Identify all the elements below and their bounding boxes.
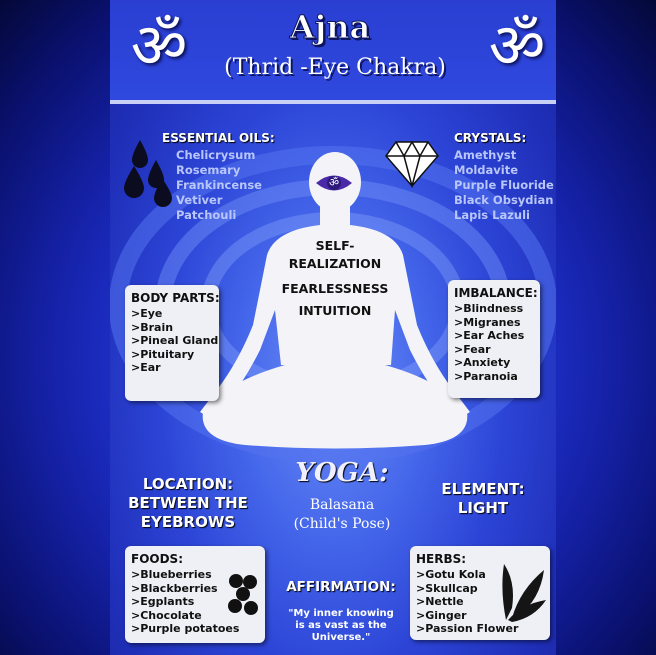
foods-heading: FOODS: [131, 552, 184, 566]
location-line: EYEBROWS [140, 513, 236, 531]
herbs-heading: HERBS: [416, 552, 467, 566]
yoga-pose-english: (Child's Pose) [293, 516, 391, 532]
list-item: >Blindness [454, 302, 524, 315]
list-item: Amethyst [454, 148, 517, 162]
element-value: LIGHT [457, 499, 509, 517]
list-item: >Ear [131, 361, 161, 375]
list-item: Moldavite [454, 163, 519, 177]
list-item: >Anxiety [454, 356, 511, 370]
location-block: LOCATION: BETWEEN THE EYEBROWS [118, 475, 258, 532]
body-parts-heading: BODY PARTS: [131, 291, 220, 305]
om-icon: ॐ [130, 9, 188, 82]
list-item: Vetiver [176, 193, 223, 207]
affirmation-line: Universe." [311, 632, 371, 643]
list-item: >Blackberries [131, 581, 218, 595]
list-item: Rosemary [176, 163, 241, 177]
essential-oils-list: Chelicrysum Rosemary Frankincense Vetive… [176, 148, 262, 223]
third-eye-icon [316, 175, 352, 191]
location-line: BETWEEN THE [128, 494, 248, 512]
yoga-heading: YOGA: [295, 458, 389, 488]
third-eye-om: ॐ [328, 176, 340, 189]
figure-self: SELF- [315, 238, 355, 253]
list-item: >Ginger [416, 608, 467, 622]
affirmation-text: "My inner knowing is as vast as the Univ… [282, 608, 400, 644]
page-subtitle: (Thrid -Eye Chakra) [224, 55, 446, 80]
figure-realization: REALIZATION [288, 256, 382, 271]
list-item: Purple Fluoride [454, 178, 554, 192]
list-item: >Passion Flower [416, 622, 519, 636]
affirmation-line: "My inner knowing [288, 608, 394, 619]
list-item: >Eye [131, 307, 163, 320]
crystals-list: Amethyst Moldavite Purple Fluoride Black… [454, 148, 554, 223]
list-item: >Chocolate [131, 608, 202, 622]
list-item: >Fear [454, 342, 491, 356]
yoga-pose-name: Balasana [309, 497, 375, 513]
list-item: >Egplants [131, 595, 195, 609]
list-item: >Paranoia [454, 369, 518, 383]
blueberries-icon [228, 574, 258, 615]
imbalance-card: IMBALANCE: >Blindness >Migranes >Ear Ach… [448, 280, 540, 398]
element-heading: ELEMENT: [441, 480, 525, 498]
list-item: Patchouli [176, 208, 237, 222]
list-item: >Ear Aches [454, 329, 525, 343]
yoga-pose: Balasana (Child's Pose) [272, 496, 412, 534]
herb-leaves-icon [502, 564, 546, 622]
list-item: >Blueberries [131, 568, 212, 581]
affirmation-heading: AFFIRMATION: [286, 579, 396, 595]
element-block: ELEMENT: LIGHT [428, 480, 538, 518]
list-item: Frankincense [176, 178, 262, 192]
list-item: >Pineal Gland [131, 334, 219, 348]
list-item: >Gotu Kola [416, 568, 486, 581]
header-band [110, 0, 556, 104]
list-item: >Purple potatoes [131, 622, 240, 636]
om-icon: ॐ [488, 9, 546, 82]
list-item: >Migranes [454, 315, 521, 329]
list-item: >Skullcap [416, 581, 478, 595]
list-item: >Nettle [416, 595, 464, 609]
affirmation-line: is as vast as the [295, 620, 387, 631]
location-heading: LOCATION: [142, 475, 234, 493]
list-item: Lapis Lazuli [454, 208, 530, 222]
figure-intuition: INTUITION [298, 303, 372, 318]
imbalance-heading: IMBALANCE: [454, 286, 538, 300]
diamond-icon [385, 140, 439, 188]
page-title: Ajna [289, 8, 371, 47]
body-parts-card: BODY PARTS: >Eye >Brain >Pineal Gland >P… [125, 285, 220, 401]
list-item: Chelicrysum [176, 148, 256, 162]
list-item: >Pituitary [131, 347, 195, 361]
oil-drops-icon [124, 140, 172, 207]
figure-fearlessness: FEARLESSNESS [281, 281, 389, 296]
crystals-heading: CRYSTALS: [454, 131, 527, 145]
list-item: >Brain [131, 320, 174, 334]
list-item: Black Obsydian [454, 193, 554, 207]
essential-oils-heading: ESSENTIAL OILS: [162, 131, 275, 145]
